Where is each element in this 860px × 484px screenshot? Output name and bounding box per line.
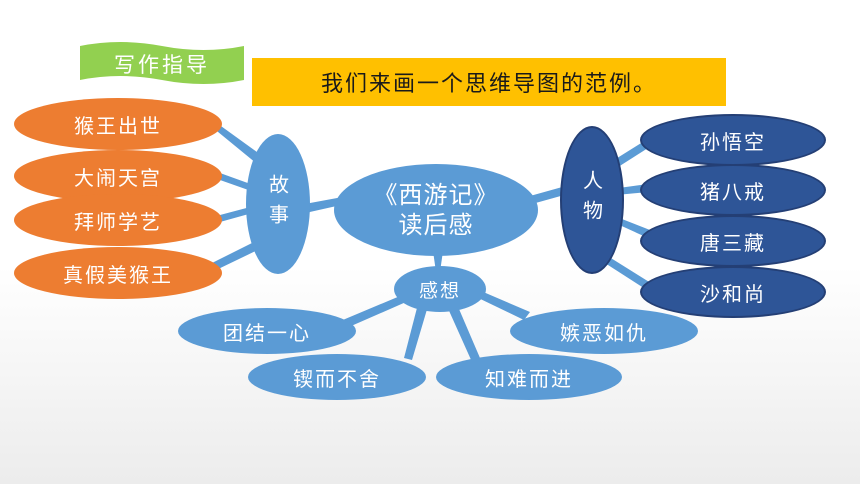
character-node-4: 沙和尚 <box>640 266 826 318</box>
connector-thought-1 <box>338 296 406 330</box>
story-node-3: 拜师学艺 <box>14 194 222 246</box>
character-hub: 人物 <box>560 126 624 274</box>
thought-node-1: 团结一心 <box>178 308 356 354</box>
banner-ribbon-shape <box>80 42 244 84</box>
connector-thought-2 <box>404 304 428 360</box>
story-node-2: 大闹天宫 <box>14 150 222 202</box>
connector-story-4 <box>208 238 266 272</box>
thought-node-3: 知难而进 <box>436 354 622 400</box>
center-topic-line1: 《西游记》 <box>373 181 499 209</box>
banner-label: 写作指导 <box>114 53 210 77</box>
connector-thought-3 <box>446 302 480 362</box>
thought-node-2: 锲而不舍 <box>248 354 426 400</box>
guide-banner: 写作指导 <box>80 40 244 88</box>
character-node-3: 唐三藏 <box>640 215 826 267</box>
story-hub: 故事 <box>246 134 310 274</box>
connector-thought-4 <box>470 288 530 320</box>
center-topic-line2: 读后感 <box>398 211 474 239</box>
center-topic: 《西游记》 读后感 <box>334 164 538 256</box>
story-node-1: 猴王出世 <box>14 98 222 150</box>
character-node-1: 孙悟空 <box>640 114 826 166</box>
thought-node-4: 嫉恶如仇 <box>510 308 698 354</box>
thought-hub: 感想 <box>394 266 486 312</box>
story-node-4: 真假美猴王 <box>14 247 222 299</box>
character-node-2: 猪八戒 <box>640 164 826 216</box>
page-title: 我们来画一个思维导图的范例。 <box>252 58 726 106</box>
